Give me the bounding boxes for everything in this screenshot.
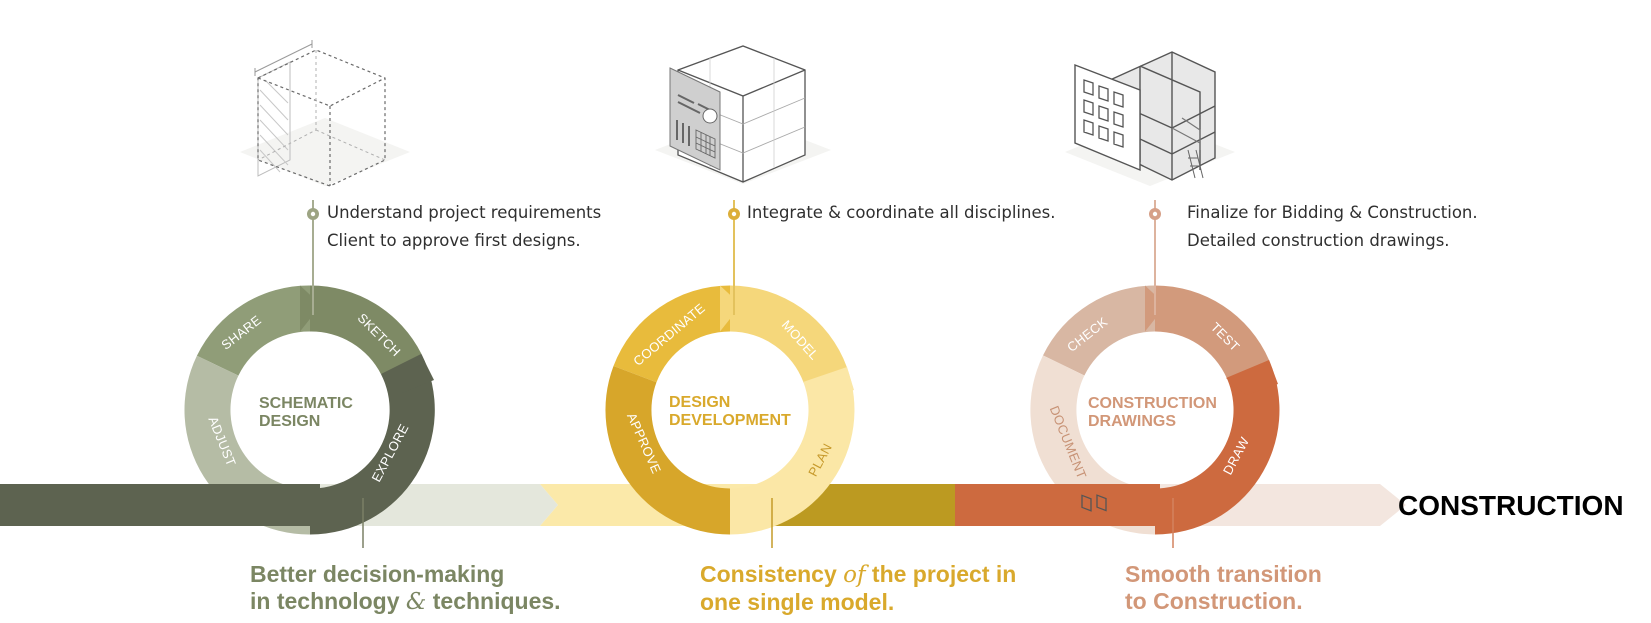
note-development-line1: Integrate & coordinate all disciplines. [747, 203, 1056, 222]
phase-title-development-line2: DEVELOPMENT [669, 412, 791, 429]
cycle-ring-development: COORDINATE MODEL PLAN APPROVE DESIGN DEV… [605, 285, 855, 535]
ring-arrow-head-sketch [300, 285, 321, 332]
ring-segment-test [1155, 285, 1269, 379]
ring-segment-coordinate [613, 285, 730, 383]
of-glyph: of [843, 562, 866, 588]
model-cube-icon [655, 45, 831, 184]
cycle-ring-drawings: CHECK TEST DRAW DOCUMENT CONSTRUCTION DR… [955, 285, 1280, 535]
timeline-segment-development-dark [770, 484, 983, 526]
takeaway-development: Consistency of the project in one single… [700, 561, 1016, 616]
note-schematic-line1: Understand project requirements [327, 203, 602, 222]
connectors [307, 200, 1174, 548]
cycle-ring-schematic: SHARE SKETCH EXPLORE ADJUST SCHEMATIC DE… [0, 285, 435, 535]
note-development: Integrate & coordinate all disciplines. [747, 199, 1055, 227]
ring-join-schematic [0, 484, 310, 526]
ring-segment-draw [1155, 360, 1280, 535]
ring-segment-model [730, 285, 847, 384]
takeaway-development-line2: one single model. [700, 589, 895, 615]
ring-segment-check [1043, 285, 1155, 376]
ampersand-glyph: & [405, 589, 427, 615]
takeaway-schematic: Better decision-making in technology & t… [250, 561, 561, 616]
building-construction-icon [1065, 51, 1235, 512]
end-label-construction: CONSTRUCTION [1398, 490, 1624, 521]
ring-arrow-head-explore [381, 354, 434, 393]
takeaway-schematic-line2: in technology & techniques. [250, 588, 561, 615]
ring-arrow-head-plan [803, 367, 854, 399]
phase-title-schematic-line1: SCHEMATIC [259, 395, 353, 412]
note-schematic: Understand project requirements Client t… [327, 199, 601, 255]
ring-segment-explore [310, 354, 435, 535]
ring-arrow-head-model [720, 285, 741, 332]
phase-title-drawings-line1: CONSTRUCTION [1088, 395, 1217, 412]
ring-arrow-head-draw [1226, 360, 1278, 395]
wireframe-cube-icon [240, 40, 410, 187]
takeaway-drawings-line1: Smooth transition [1125, 561, 1322, 587]
note-drawings: Finalize for Bidding & Construction. Det… [1187, 199, 1478, 255]
ring-segment-plan [730, 367, 855, 535]
takeaway-drawings-line2: to Construction. [1125, 588, 1303, 614]
ring-segment-sketch [310, 285, 422, 375]
takeaway-development-line1: Consistency of the project in [700, 561, 1017, 588]
ring-join-drawings [955, 484, 1155, 526]
ring-segment-approve [605, 366, 730, 535]
note-schematic-line2: Client to approve first designs. [327, 231, 581, 250]
phase-title-development-line1: DESIGN [669, 394, 730, 411]
ring-segment-share [196, 285, 310, 376]
connector-dot-drawings-center [1152, 211, 1158, 217]
connector-dot-schematic-center [310, 211, 316, 217]
note-drawings-line1: Finalize for Bidding & Construction. [1187, 203, 1478, 222]
note-drawings-line2: Detailed construction drawings. [1187, 231, 1450, 250]
phase-title-schematic-line2: DESIGN [259, 413, 320, 430]
takeaway-schematic-line1: Better decision-making [250, 561, 505, 587]
phase-title-drawings-line2: DRAWINGS [1088, 413, 1176, 430]
takeaway-drawings: Smooth transition to Construction. [1125, 561, 1322, 615]
connector-dot-development-center [731, 211, 737, 217]
